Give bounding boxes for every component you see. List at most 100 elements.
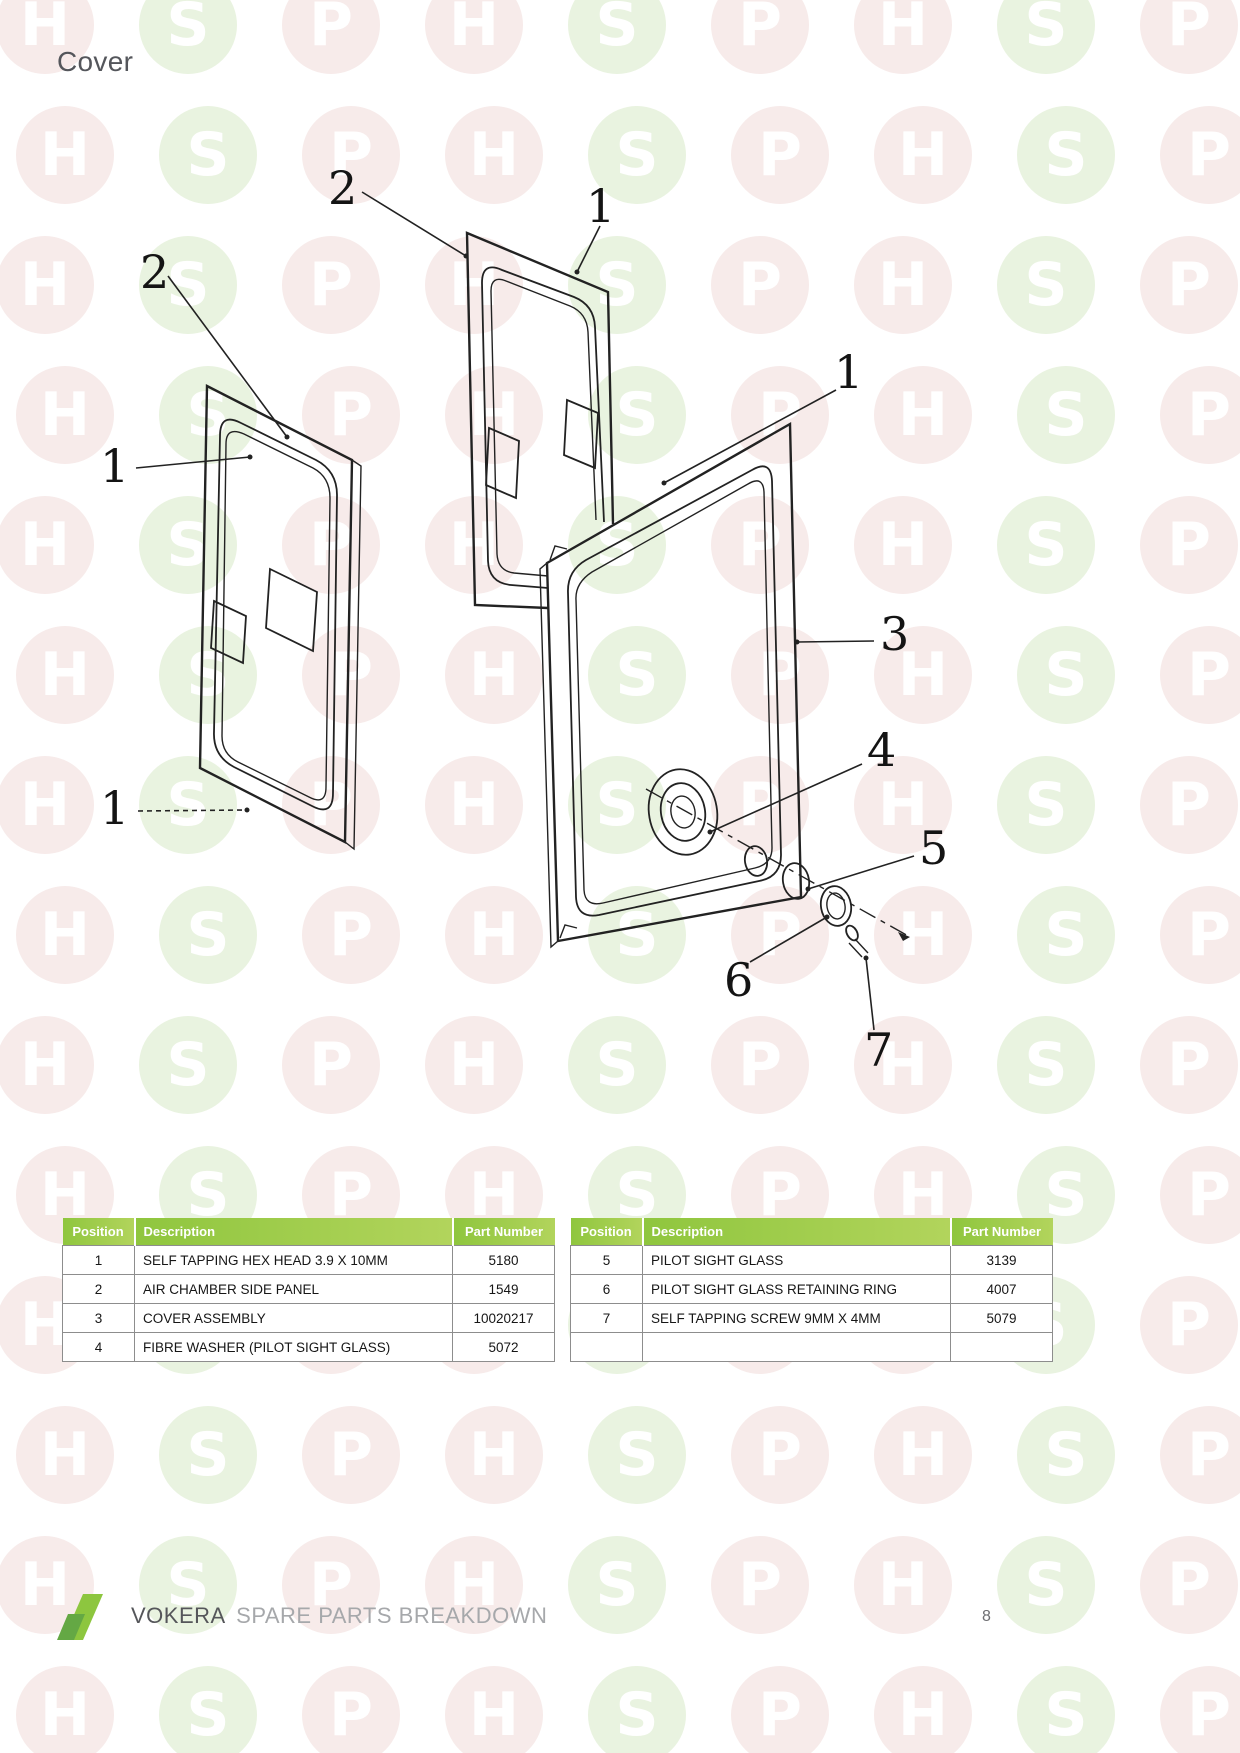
table-row: 3 COVER ASSEMBLY 10020217 bbox=[62, 1303, 555, 1333]
cell-part-number: 10020217 bbox=[452, 1303, 555, 1333]
watermark-letter: S bbox=[1017, 1666, 1115, 1753]
watermark-letter: P bbox=[1140, 236, 1238, 334]
table-row: 7 SELF TAPPING SCREW 9MM X 4MM 5079 bbox=[570, 1303, 1053, 1333]
watermark-letter: H bbox=[854, 1016, 952, 1114]
watermark-letter: P bbox=[282, 496, 380, 594]
watermark-letter: H bbox=[854, 756, 952, 854]
footer-brand-line: VOKERA SPARE PARTS BREAKDOWN bbox=[131, 1603, 547, 1629]
watermark-letter: P bbox=[1160, 1666, 1240, 1753]
cell-position: 7 bbox=[570, 1303, 643, 1333]
table-header-row: Position Description Part Number bbox=[570, 1218, 1053, 1246]
watermark-letter: H bbox=[16, 1666, 114, 1753]
cell-description: AIR CHAMBER SIDE PANEL bbox=[134, 1274, 453, 1304]
watermark-letter: P bbox=[302, 366, 400, 464]
watermark-letter: H bbox=[425, 756, 523, 854]
watermark-letter: P bbox=[302, 886, 400, 984]
watermark-letter: S bbox=[139, 496, 237, 594]
leader-lines bbox=[135, 191, 915, 1031]
watermark-letter: H bbox=[0, 496, 94, 594]
table-row: 6 PILOT SIGHT GLASS RETAINING RING 4007 bbox=[570, 1274, 1053, 1304]
callout-1-left-upper: 1 bbox=[100, 439, 129, 493]
watermark-letter: P bbox=[302, 1406, 400, 1504]
page-number: 8 bbox=[982, 1608, 991, 1625]
watermark-letter: H bbox=[425, 1016, 523, 1114]
watermark-letter: S bbox=[588, 1666, 686, 1753]
watermark-letter: H bbox=[445, 1666, 543, 1753]
callout-5: 5 bbox=[919, 821, 948, 875]
sight-glass-assembly-drawing bbox=[645, 768, 911, 958]
cell-part-number: 3139 bbox=[950, 1245, 1053, 1275]
cell-part-number bbox=[950, 1332, 1053, 1362]
watermark-letter: H bbox=[16, 1406, 114, 1504]
watermark-letter: S bbox=[159, 106, 257, 204]
watermark-letter: S bbox=[568, 1016, 666, 1114]
watermark-letter: H bbox=[0, 1016, 94, 1114]
watermark-letter: H bbox=[854, 1536, 952, 1634]
table-row: 1 SELF TAPPING HEX HEAD 3.9 X 10MM 5180 bbox=[62, 1245, 555, 1275]
watermark-letter: S bbox=[997, 756, 1095, 854]
callout-7: 7 bbox=[864, 1023, 893, 1077]
watermark-letter: S bbox=[1017, 1406, 1115, 1504]
cell-position: 3 bbox=[62, 1303, 135, 1333]
cell-description: SELF TAPPING SCREW 9MM X 4MM bbox=[642, 1303, 951, 1333]
parts-table-right: Position Description Part Number 5 PILOT… bbox=[570, 1218, 1053, 1362]
callout-3: 3 bbox=[880, 607, 909, 661]
watermark-letter: H bbox=[445, 1406, 543, 1504]
watermark-letter: P bbox=[1160, 626, 1240, 724]
watermark-letter: P bbox=[1140, 496, 1238, 594]
watermark-letter: H bbox=[0, 236, 94, 334]
callout-2-left: 2 bbox=[140, 245, 169, 299]
watermark-letter: P bbox=[1140, 1536, 1238, 1634]
table-row-empty bbox=[570, 1332, 1053, 1362]
watermark-letter: P bbox=[1140, 1276, 1238, 1374]
watermark-letter: S bbox=[997, 236, 1095, 334]
watermark-letter: P bbox=[711, 1016, 809, 1114]
watermark-letter: P bbox=[1160, 366, 1240, 464]
watermark-letter: P bbox=[1140, 1016, 1238, 1114]
header-part-number: Part Number bbox=[950, 1218, 1053, 1246]
cell-position: 2 bbox=[62, 1274, 135, 1304]
callout-2-top: 2 bbox=[328, 161, 357, 215]
watermark-letter: P bbox=[731, 106, 829, 204]
watermark-letter: H bbox=[874, 626, 972, 724]
footer: VOKERA SPARE PARTS BREAKDOWN bbox=[57, 1592, 547, 1640]
watermark-letter: P bbox=[731, 1666, 829, 1753]
watermark-letter: P bbox=[1160, 886, 1240, 984]
watermark-letter: P bbox=[711, 236, 809, 334]
header-part-number: Part Number bbox=[452, 1218, 555, 1246]
watermark-letter: S bbox=[1017, 366, 1115, 464]
table-header-row: Position Description Part Number bbox=[62, 1218, 555, 1246]
header-description: Description bbox=[642, 1218, 952, 1246]
watermark-letter: H bbox=[874, 1666, 972, 1753]
cell-part-number: 1549 bbox=[452, 1274, 555, 1304]
callout-4: 4 bbox=[867, 723, 896, 777]
watermark-letter: S bbox=[588, 1406, 686, 1504]
cell-description: SELF TAPPING HEX HEAD 3.9 X 10MM bbox=[134, 1245, 453, 1275]
watermark-letter: P bbox=[1140, 756, 1238, 854]
watermark-letter: P bbox=[731, 886, 829, 984]
watermark-letter: H bbox=[16, 366, 114, 464]
cell-description bbox=[642, 1332, 951, 1362]
watermark-letter: S bbox=[159, 366, 257, 464]
cell-part-number: 4007 bbox=[950, 1274, 1053, 1304]
cell-description: FIBRE WASHER (PILOT SIGHT GLASS) bbox=[134, 1332, 453, 1362]
callout-6: 6 bbox=[724, 953, 753, 1007]
watermark-letter: H bbox=[445, 106, 543, 204]
watermark-letter: S bbox=[1017, 106, 1115, 204]
table-row: 2 AIR CHAMBER SIDE PANEL 1549 bbox=[62, 1274, 555, 1304]
watermark-letter: H bbox=[425, 1536, 523, 1634]
watermark-letter: P bbox=[711, 756, 809, 854]
watermark-letter: P bbox=[302, 626, 400, 724]
callout-1-left-lower: 1 bbox=[100, 781, 129, 835]
cell-position bbox=[570, 1332, 643, 1362]
watermark-letter: S bbox=[159, 886, 257, 984]
watermark-letter: P bbox=[302, 106, 400, 204]
watermark-letter: H bbox=[445, 886, 543, 984]
cell-part-number: 5079 bbox=[950, 1303, 1053, 1333]
watermark-letter: H bbox=[874, 1406, 972, 1504]
cell-description: COVER ASSEMBLY bbox=[134, 1303, 453, 1333]
watermark-letter: P bbox=[282, 1536, 380, 1634]
watermark-letter: P bbox=[282, 1016, 380, 1114]
cell-description: PILOT SIGHT GLASS RETAINING RING bbox=[642, 1274, 951, 1304]
